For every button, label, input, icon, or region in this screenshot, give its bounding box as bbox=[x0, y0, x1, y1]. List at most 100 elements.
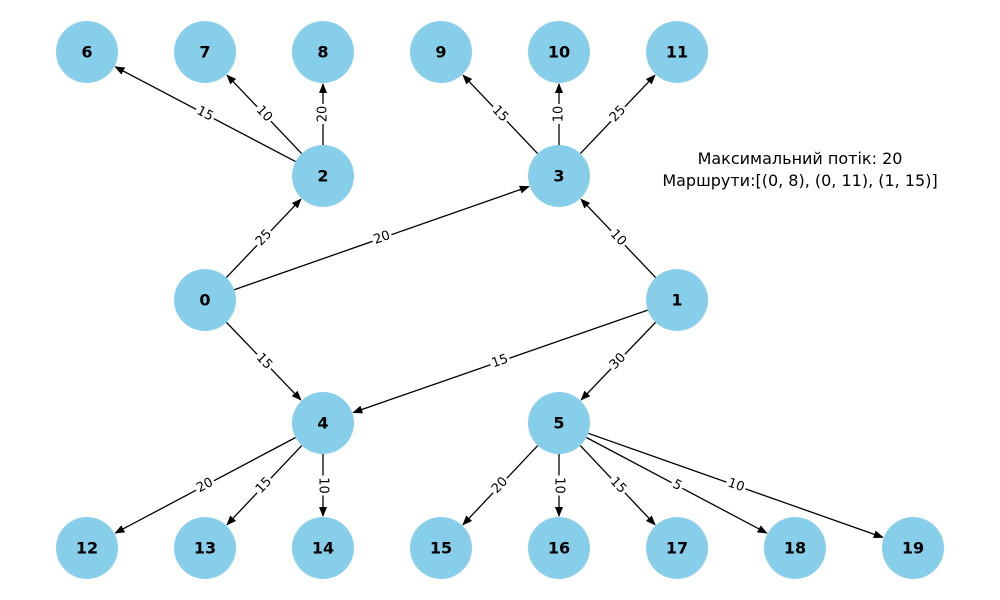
edge-capacity-label: 20 bbox=[192, 473, 218, 498]
edge-capacity-text: 10 bbox=[316, 477, 331, 494]
node-11: 11 bbox=[646, 21, 708, 83]
node-7: 7 bbox=[174, 21, 236, 83]
edge-label-background bbox=[192, 102, 218, 126]
edge-4-13: 15 bbox=[226, 445, 303, 526]
edge-3-9: 15 bbox=[462, 74, 539, 154]
node-16: 16 bbox=[528, 517, 590, 579]
edge-capacity-label: 10 bbox=[251, 101, 277, 127]
node-circle bbox=[882, 517, 944, 579]
edge-label-background bbox=[487, 350, 513, 373]
edge-label-background bbox=[551, 104, 567, 124]
edge-capacity-label: 15 bbox=[487, 350, 513, 373]
edge-capacity-label: 15 bbox=[192, 102, 218, 126]
node-12: 12 bbox=[56, 517, 118, 579]
node-13: 13 bbox=[174, 517, 236, 579]
edge-capacity-label: 5 bbox=[667, 475, 687, 496]
node-9: 9 bbox=[410, 21, 472, 83]
node-circle bbox=[646, 269, 708, 331]
node-label: 16 bbox=[548, 539, 570, 558]
edge-5-17: 15 bbox=[579, 445, 656, 526]
edge-4-14: 10 bbox=[315, 454, 331, 517]
edge-label-background bbox=[487, 101, 513, 127]
edge-label-background bbox=[667, 475, 687, 496]
edge-capacity-label: 25 bbox=[605, 101, 631, 127]
edge-capacity-text: 20 bbox=[194, 475, 216, 496]
node-circle bbox=[528, 517, 590, 579]
node-circle bbox=[410, 517, 472, 579]
edge-capacity-label: 15 bbox=[251, 472, 277, 499]
node-circle bbox=[410, 21, 472, 83]
node-label: 4 bbox=[317, 414, 328, 433]
node-label: 15 bbox=[430, 539, 452, 558]
node-label: 10 bbox=[548, 43, 570, 62]
node-circle bbox=[528, 21, 590, 83]
node-15: 15 bbox=[410, 517, 472, 579]
node-circle bbox=[764, 517, 826, 579]
node-1: 1 bbox=[646, 269, 708, 331]
edge-label-background bbox=[605, 472, 631, 499]
node-circle bbox=[646, 517, 708, 579]
node-label: 2 bbox=[317, 167, 328, 186]
node-circle bbox=[528, 392, 590, 454]
node-label: 6 bbox=[81, 43, 92, 62]
edge-capacity-label: 25 bbox=[251, 225, 277, 251]
node-0: 0 bbox=[174, 269, 236, 331]
node-label: 14 bbox=[312, 539, 334, 558]
edge-capacity-label: 15 bbox=[251, 348, 277, 375]
edge-capacity-label: 10 bbox=[315, 475, 331, 496]
info-panel: Максимальний потік: 20 Маршрути:[(0, 8),… bbox=[662, 149, 937, 190]
node-label: 1 bbox=[671, 291, 682, 310]
node-19: 19 bbox=[882, 517, 944, 579]
edge-2-6: 15 bbox=[114, 66, 296, 163]
edge-label-background bbox=[605, 225, 631, 251]
edge-label-background bbox=[192, 473, 218, 498]
edge-label-background bbox=[251, 101, 277, 127]
node-8: 8 bbox=[292, 21, 354, 83]
node-2: 2 bbox=[292, 145, 354, 207]
edge-capacity-text: 10 bbox=[552, 106, 567, 123]
edge-label-background bbox=[251, 225, 277, 251]
edge-1-3: 10 bbox=[580, 198, 657, 278]
edge-capacity-label: 10 bbox=[723, 474, 749, 497]
edge-2-8: 20 bbox=[315, 83, 331, 145]
edge-label-background bbox=[369, 227, 395, 249]
edge-3-11: 25 bbox=[579, 74, 656, 154]
node-circle bbox=[174, 517, 236, 579]
edge-0-4: 15 bbox=[225, 321, 302, 401]
node-17: 17 bbox=[646, 517, 708, 579]
edge-3-10: 10 bbox=[551, 83, 567, 145]
node-label: 7 bbox=[199, 43, 210, 62]
edge-capacity-text: 15 bbox=[490, 352, 511, 372]
node-18: 18 bbox=[764, 517, 826, 579]
edge-capacity-label: 10 bbox=[551, 475, 567, 496]
node-14: 14 bbox=[292, 517, 354, 579]
node-6: 6 bbox=[56, 21, 118, 83]
edge-5-15: 20 bbox=[462, 445, 539, 526]
edge-1-4: 15 bbox=[352, 309, 648, 414]
edge-label-background bbox=[605, 101, 631, 127]
edge-capacity-label: 30 bbox=[605, 348, 631, 375]
edge-capacity-label: 10 bbox=[551, 104, 567, 124]
edge-4-12: 20 bbox=[114, 436, 296, 534]
node-label: 3 bbox=[553, 167, 564, 186]
node-label: 0 bbox=[199, 291, 210, 310]
node-label: 17 bbox=[666, 539, 688, 558]
edge-label-background bbox=[551, 475, 567, 496]
edge-capacity-label: 15 bbox=[605, 472, 631, 499]
edge-0-3: 20 bbox=[234, 185, 530, 291]
edge-capacity-label: 20 bbox=[315, 104, 331, 124]
node-label: 9 bbox=[435, 43, 446, 62]
edge-label-background bbox=[723, 474, 749, 497]
node-3: 3 bbox=[528, 145, 590, 207]
max-flow-text: Максимальний потік: 20 bbox=[698, 149, 903, 168]
node-circle bbox=[292, 392, 354, 454]
node-circle bbox=[56, 21, 118, 83]
edge-capacity-text: 20 bbox=[372, 228, 393, 248]
node-label: 19 bbox=[902, 539, 924, 558]
edge-capacity-text: 20 bbox=[316, 106, 331, 123]
edge-5-18: 5 bbox=[586, 436, 768, 534]
edge-capacity-label: 10 bbox=[605, 225, 631, 251]
edge-1-5: 30 bbox=[580, 321, 657, 401]
